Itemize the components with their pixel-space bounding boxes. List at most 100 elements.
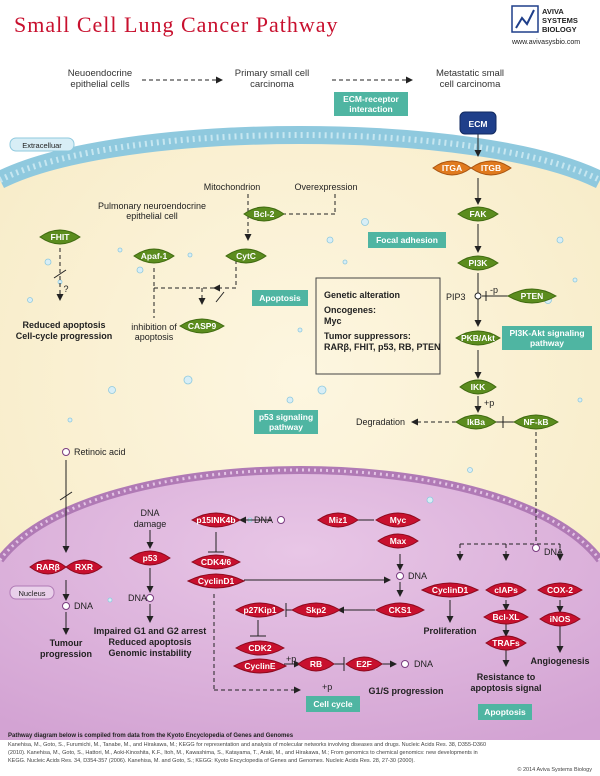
brand-logo: AVIVA SYSTEMS BIOLOGY www.avivasysbio.co… [511, 5, 580, 46]
suppressors-label: Tumor suppressors: [324, 331, 411, 341]
cell-type-label-1: Pulmonary neuroendocrine [98, 201, 206, 211]
footer-ref-3: KEGG. Nucleic Acids Res. 34, D354-357 (2… [8, 758, 415, 764]
node-rxr[interactable]: RXR [65, 559, 103, 575]
dna-damage-label-1: DNA [140, 508, 159, 518]
overexpression-label: Overexpression [294, 182, 357, 192]
node-nfkb[interactable]: NF-kB [513, 414, 559, 430]
node-cycline[interactable]: CyclinE [232, 658, 288, 674]
node-miz1-label: Miz1 [329, 515, 348, 525]
oncogenes-label: Oncogenes: [324, 305, 376, 315]
node-itgb[interactable]: ITGB [470, 160, 512, 176]
pip3-label: PIP3 [446, 292, 466, 302]
pathway-cell-cycle-label: Cell cycle [313, 699, 352, 709]
retinoic-acid-label: Retinoic acid [74, 447, 126, 457]
node-ecm[interactable]: ECM [459, 111, 497, 135]
node-ikba[interactable]: IkBa [455, 414, 497, 430]
node-ikk[interactable]: IKK [459, 379, 497, 395]
node-fak-label: FAK [470, 209, 488, 219]
node-pi3k[interactable]: PI3K [457, 255, 499, 271]
node-apaf1[interactable]: Apaf-1 [133, 248, 175, 264]
node-myc[interactable]: Myc [375, 512, 421, 528]
node-p15-label: p15INK4b [196, 515, 235, 525]
node-cox2[interactable]: COX-2 [537, 582, 583, 598]
node-ciaps[interactable]: cIAPs [485, 582, 527, 598]
dna-label-p53: DNA [128, 593, 147, 603]
node-cyclind1-target[interactable]: CyclinD1 [420, 582, 480, 598]
node-bcl2[interactable]: Bcl-2 [243, 206, 285, 222]
node-skp2[interactable]: Skp2 [291, 602, 341, 618]
cell-type-label-2: epithelial cell [126, 211, 178, 221]
node-cdk2[interactable]: CDK2 [235, 640, 285, 656]
stage-2-line-1: Primary small cell [235, 68, 309, 79]
node-p27[interactable]: p27Kip1 [235, 602, 285, 618]
node-p53-label: p53 [143, 553, 158, 563]
mitochondrion-label: Mitochondrion [204, 182, 261, 192]
pathway-ecm-receptor[interactable]: ECM-receptor interaction [334, 92, 408, 116]
impaired-label-1: Impaired G1 and G2 arrest [94, 626, 207, 636]
node-rxr-label: RXR [75, 562, 93, 572]
node-bcl2-label: Bcl-2 [254, 209, 275, 219]
pathway-apoptosis-2-label: Apoptosis [484, 707, 526, 717]
node-p53[interactable]: p53 [129, 550, 171, 566]
reduced-apoptosis-label: Reduced apoptosis [22, 320, 105, 330]
angiogenesis-label: Angiogenesis [530, 656, 589, 666]
pathway-cell-cycle[interactable]: Cell cycle [306, 696, 360, 712]
pathway-apoptosis[interactable]: Apoptosis [252, 290, 308, 306]
genetic-heading: Genetic alteration [324, 290, 400, 300]
stage-3-line-2: cell carcinoma [440, 79, 501, 90]
extracellular-label: Extracelluar [22, 141, 62, 150]
node-bclxl-label: Bcl-XL [493, 612, 520, 622]
inhibition-label-1: inhibition of [131, 322, 177, 332]
node-ikba-label: IkBa [467, 417, 485, 427]
node-pkb-akt[interactable]: PKB/Akt [455, 330, 501, 346]
progression-row: Neuoendocrine epithelial cells Primary s… [68, 68, 504, 90]
node-fhit[interactable]: FHIT [39, 229, 81, 245]
node-e2f[interactable]: E2F [345, 656, 383, 672]
node-max[interactable]: Max [377, 533, 419, 549]
tumour-label-1: Tumour [50, 638, 83, 648]
minus-p-label: -p [490, 285, 498, 295]
node-pten[interactable]: PTEN [507, 288, 557, 304]
node-e2f-label: E2F [356, 659, 372, 669]
plus-p-rb: +p [322, 682, 332, 692]
pathway-ecm-receptor-line-2: interaction [349, 104, 392, 114]
stage-1-line-1: Neuoendocrine [68, 68, 132, 79]
pathway-pi3k-akt-line-2: pathway [530, 338, 564, 348]
degradation-label: Degradation [356, 417, 405, 427]
node-bclxl[interactable]: Bcl-XL [483, 609, 529, 625]
node-cytc-label: CytC [236, 251, 256, 261]
pathway-p53-line-2: pathway [269, 422, 303, 432]
node-cdk46[interactable]: CDK4/6 [191, 554, 241, 570]
node-rarb-label: RARβ [36, 562, 60, 572]
node-trafs-label: TRAFs [492, 638, 520, 648]
pathway-edges [53, 134, 564, 694]
brand-name-1: AVIVA [542, 7, 564, 16]
pathway-p53-signaling[interactable]: p53 signaling pathway [254, 410, 318, 434]
pathway-apoptosis-2[interactable]: Apoptosis [478, 704, 532, 720]
node-rb[interactable]: RB [297, 656, 335, 672]
pathway-pi3k-akt[interactable]: PI3K-Akt signaling pathway [502, 326, 592, 350]
stage-2-line-2: carcinoma [250, 79, 295, 90]
node-cytc[interactable]: CytC [225, 248, 267, 264]
node-itga-label: ITGA [442, 163, 462, 173]
node-skp2-label: Skp2 [306, 605, 327, 615]
dna-label-nfkb: DNA [544, 547, 563, 557]
node-trafs[interactable]: TRAFs [485, 635, 527, 651]
suppressors-list: RARβ, FHIT, p53, RB, PTEN [324, 342, 441, 352]
node-fak[interactable]: FAK [457, 206, 499, 222]
node-p15[interactable]: p15INK4b [191, 512, 241, 528]
node-cdk2-label: CDK2 [248, 643, 271, 653]
node-cks1[interactable]: CKS1 [375, 602, 425, 618]
inhibition-label-2: apoptosis [135, 332, 174, 342]
pathway-focal-adhesion[interactable]: Focal adhesion [368, 232, 446, 248]
footer-heading: Pathway diagram below is compiled from d… [8, 733, 294, 739]
node-cyclind1[interactable]: CyclinD1 [186, 573, 246, 589]
node-miz1[interactable]: Miz1 [317, 512, 359, 528]
node-casp9-label: CASP9 [188, 321, 217, 331]
node-casp9[interactable]: CASP9 [179, 318, 225, 334]
node-ciaps-label: cIAPs [494, 585, 518, 595]
node-cyclind1b-label: CyclinD1 [432, 585, 469, 595]
proliferation-label: Proliferation [423, 626, 476, 636]
node-inos[interactable]: iNOS [539, 611, 581, 627]
